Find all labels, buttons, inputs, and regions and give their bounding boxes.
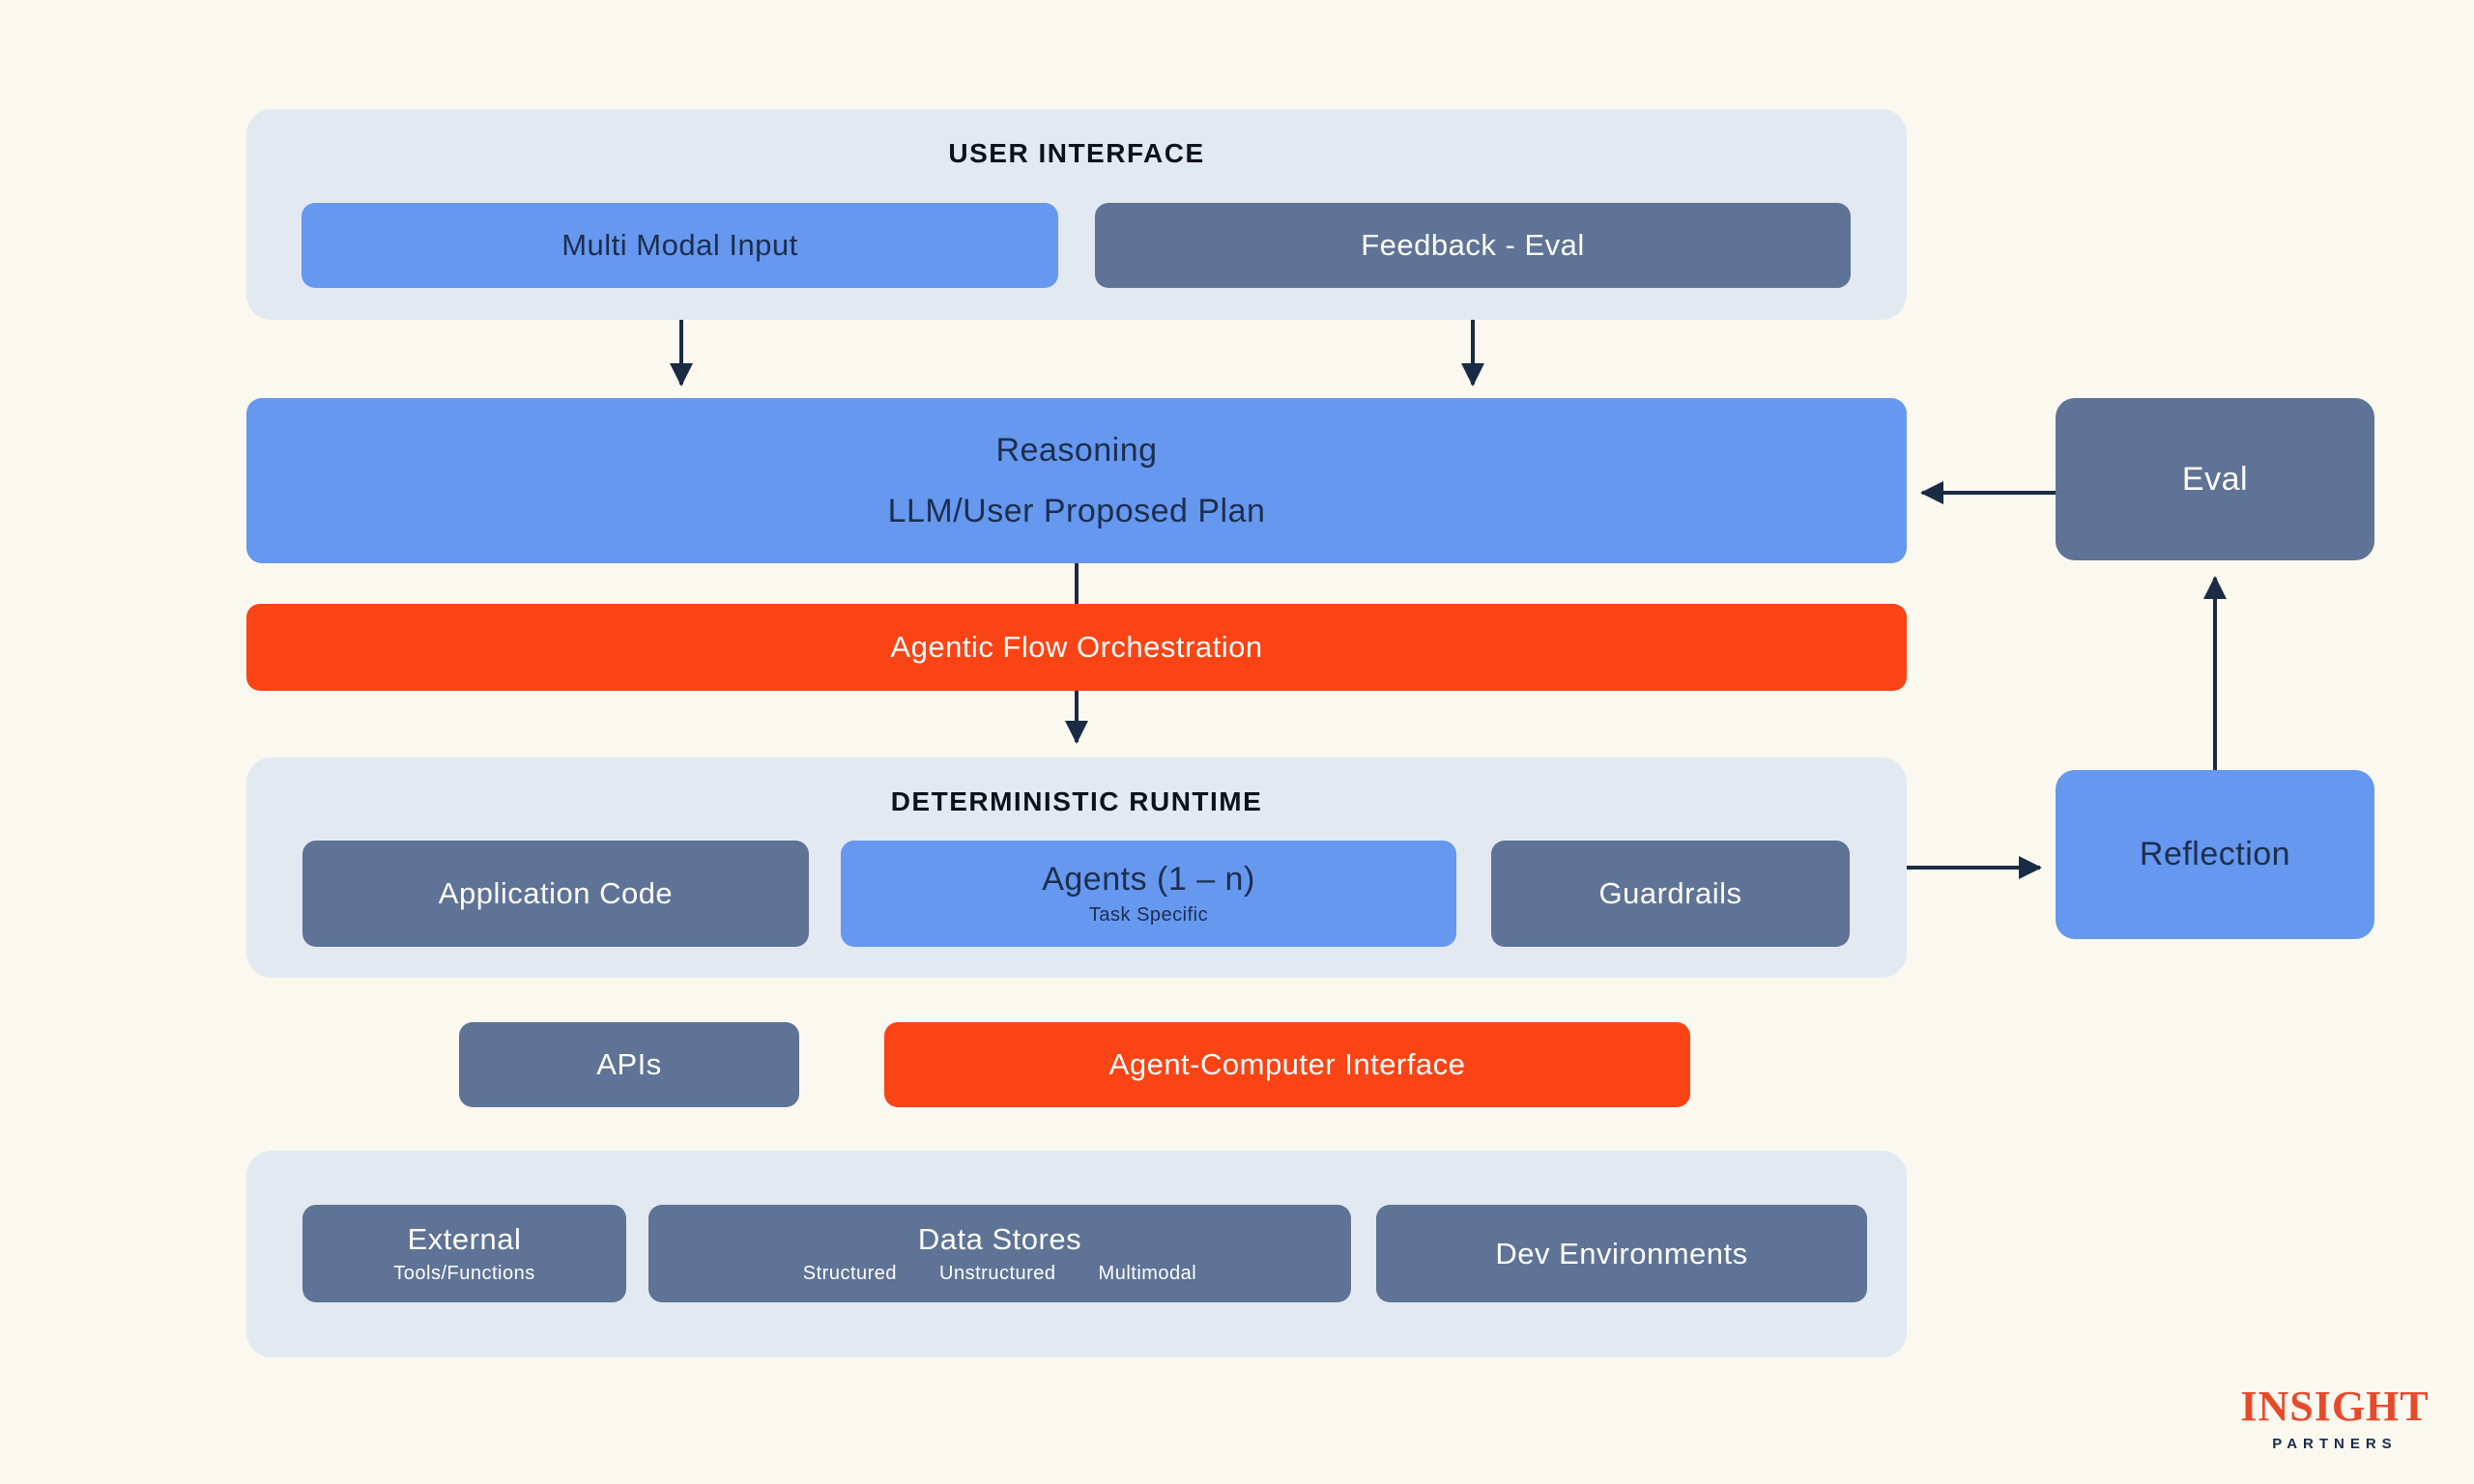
application-code-box: Application Code — [302, 841, 809, 947]
reasoning-label: Reasoning — [995, 431, 1158, 469]
insight-partners-logo: INSIGHT PARTNERS — [2238, 1383, 2431, 1453]
agents-box: Agents (1 – n) Task Specific — [841, 841, 1456, 947]
reflection-label: Reflection — [2139, 836, 2291, 872]
agentic-flow-orchestration-box: Agentic Flow Orchestration — [246, 604, 1907, 691]
feedback-eval-label: Feedback - Eval — [1361, 228, 1585, 262]
agentic-flow-orchestration-label: Agentic Flow Orchestration — [890, 630, 1263, 664]
agents-sublabel: Task Specific — [1088, 904, 1209, 926]
logo-wordmark: INSIGHT — [2240, 1383, 2430, 1430]
user-interface-container: USER INTERFACE Multi Modal Input Feedbac… — [246, 109, 1907, 320]
user-interface-title: USER INTERFACE — [948, 138, 1205, 168]
dev-environments-label: Dev Environments — [1495, 1236, 1748, 1270]
deterministic-runtime-container: DETERMINISTIC RUNTIME Application Code A… — [246, 757, 1907, 978]
external-tools-label: External — [407, 1222, 522, 1256]
data-stores-box: Data Stores Structured Unstructured Mult… — [648, 1205, 1351, 1302]
data-stores-structured: Structured — [802, 1263, 898, 1284]
reasoning-sublabel: LLM/User Proposed Plan — [887, 492, 1266, 529]
external-tools-box: External Tools/Functions — [302, 1205, 626, 1302]
reflection-box: Reflection — [2056, 770, 2374, 939]
apis-box: APIs — [459, 1022, 799, 1107]
eval-box: Eval — [2056, 398, 2374, 560]
agents-label: Agents (1 – n) — [1042, 861, 1255, 898]
data-stores-unstructured: Unstructured — [939, 1263, 1056, 1284]
guardrails-box: Guardrails — [1491, 841, 1850, 947]
external-tools-sublabel: Tools/Functions — [393, 1263, 535, 1284]
infrastructure-container: External Tools/Functions Data Stores Str… — [246, 1151, 1907, 1357]
agent-computer-interface-label: Agent-Computer Interface — [1108, 1047, 1466, 1081]
reasoning-box: Reasoning LLM/User Proposed Plan — [246, 398, 1907, 563]
eval-label: Eval — [2181, 460, 2249, 498]
data-stores-multimodal: Multimodal — [1098, 1263, 1197, 1284]
logo-subtext: PARTNERS — [2272, 1436, 2398, 1452]
feedback-eval-box: Feedback - Eval — [1095, 203, 1851, 288]
multi-modal-input-label: Multi Modal Input — [561, 228, 798, 262]
apis-label: APIs — [596, 1047, 662, 1081]
data-stores-label: Data Stores — [917, 1222, 1082, 1256]
application-code-label: Application Code — [438, 876, 674, 910]
dev-environments-box: Dev Environments — [1376, 1205, 1867, 1302]
deterministic-runtime-title: DETERMINISTIC RUNTIME — [890, 786, 1263, 816]
multi-modal-input-box: Multi Modal Input — [302, 203, 1058, 288]
data-stores-sublabel: Structured Unstructured Multimodal — [803, 1263, 1196, 1285]
agent-computer-interface-box: Agent-Computer Interface — [884, 1022, 1690, 1107]
guardrails-label: Guardrails — [1598, 876, 1742, 910]
